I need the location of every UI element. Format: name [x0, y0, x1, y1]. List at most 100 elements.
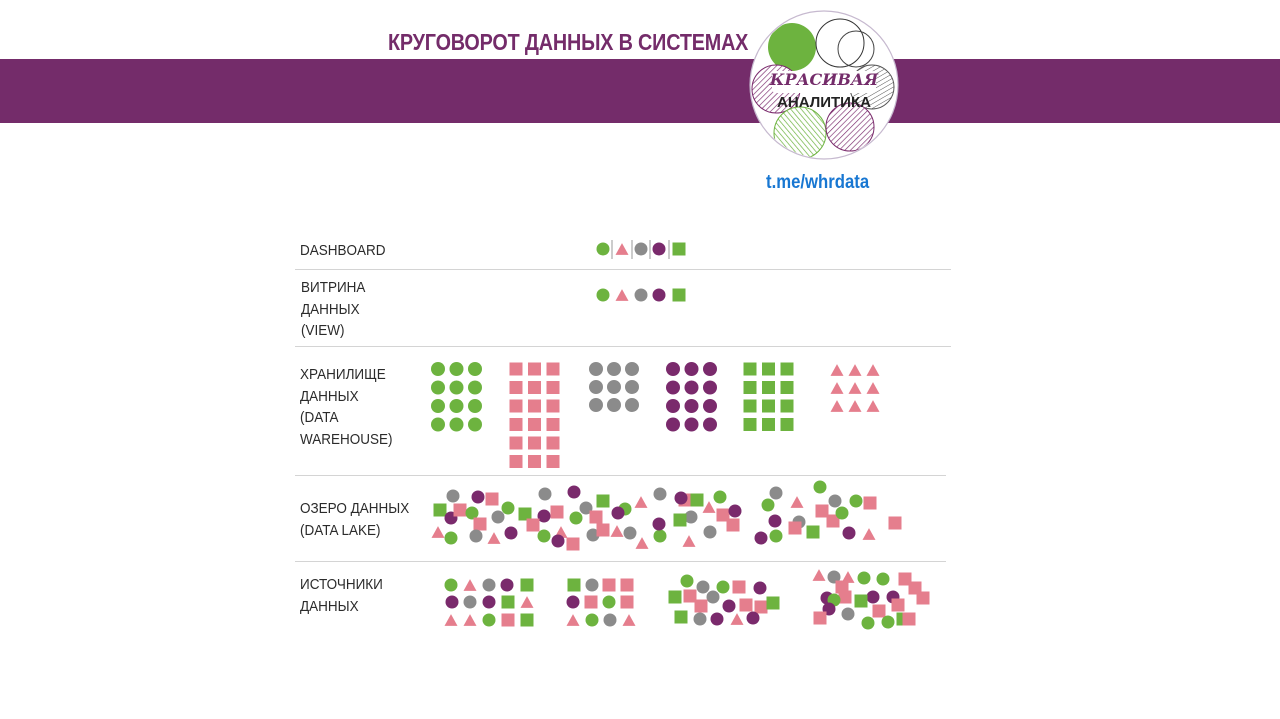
pink-triangle-mark: [866, 382, 880, 394]
purple-circle-mark: [611, 506, 625, 520]
pink-square-mark: [683, 589, 697, 603]
pink-square-mark: [566, 537, 580, 551]
pink-square-mark: [602, 578, 616, 592]
purple-circle-mark: [567, 485, 581, 499]
pink-square-mark: [546, 418, 560, 431]
green-circle-mark: [449, 417, 464, 432]
pink-square-mark: [754, 600, 768, 614]
green-circle-mark: [585, 613, 599, 627]
telegram-link[interactable]: t.me/whrdata: [766, 172, 870, 193]
gray-circle-mark: [579, 501, 593, 515]
pink-triangle-mark: [866, 364, 880, 376]
pink-square-mark: [589, 510, 603, 524]
green-circle-mark: [449, 380, 464, 395]
green-circle-mark: [482, 613, 496, 627]
purple-circle-mark: [551, 534, 565, 548]
pink-square-mark: [509, 381, 523, 394]
green-square-mark: [806, 525, 820, 539]
gray-circle-mark: [634, 288, 648, 302]
pink-square-mark: [528, 418, 541, 431]
row-divider: [295, 346, 951, 347]
green-square-mark: [567, 578, 581, 592]
pink-square-mark: [788, 521, 802, 535]
pink-triangle-mark: [615, 289, 629, 301]
logo-line2: АНАЛИТИКА: [777, 94, 871, 111]
purple-circle-mark: [652, 242, 666, 256]
purple-circle-mark: [722, 599, 736, 613]
green-circle-mark: [857, 571, 871, 585]
pink-square-mark: [838, 590, 852, 604]
page-title: КРУГОВОРОТ ДАННЫХ В СИСТЕМАХ: [388, 29, 749, 55]
pink-square-mark: [509, 455, 523, 468]
pink-triangle-mark: [622, 614, 636, 626]
green-circle-mark: [596, 242, 610, 256]
pink-triangle-mark: [635, 537, 649, 549]
purple-circle-mark: [684, 362, 699, 376]
purple-circle-mark: [652, 517, 666, 531]
pink-square-mark: [726, 518, 740, 532]
pink-square-mark: [509, 362, 523, 376]
gray-circle-mark: [491, 510, 505, 524]
pink-square-mark: [620, 595, 634, 609]
green-circle-mark: [449, 362, 464, 376]
gray-circle-mark: [653, 487, 667, 501]
green-circle-mark: [501, 501, 515, 515]
purple-circle-mark: [666, 417, 680, 432]
pink-square-mark: [509, 399, 523, 413]
green-square-mark: [762, 362, 775, 376]
green-circle-mark: [465, 506, 479, 520]
gray-circle-mark: [696, 580, 710, 594]
pink-square-mark: [528, 399, 541, 413]
pink-square-mark: [826, 514, 840, 528]
pink-square-mark: [546, 455, 560, 468]
gray-circle-mark: [446, 489, 460, 503]
green-square-mark: [762, 399, 775, 413]
pink-square-mark: [509, 436, 523, 450]
green-square-mark: [743, 362, 757, 376]
pink-square-mark: [732, 580, 746, 594]
green-square-mark: [690, 493, 704, 507]
pink-square-mark: [916, 591, 930, 605]
pink-square-mark: [546, 362, 560, 376]
gray-circle-mark: [634, 242, 648, 256]
row-divider: [295, 561, 946, 562]
green-square-mark: [762, 418, 775, 431]
green-circle-mark: [431, 380, 445, 395]
green-circle-mark: [444, 578, 458, 592]
green-square-mark: [596, 494, 610, 508]
purple-circle-mark: [684, 380, 699, 395]
green-circle-mark: [468, 380, 482, 395]
gray-circle-mark: [625, 380, 639, 394]
gray-circle-mark: [684, 510, 698, 524]
logo-line1: КРАСИВАЯ: [769, 70, 879, 89]
gray-circle-mark: [607, 398, 621, 412]
row-label-warehouse: ХРАНИЛИЩЕ ДАННЫХ (DATA WAREHOUSE): [300, 366, 393, 448]
green-circle-mark: [813, 480, 827, 494]
purple-circle-mark: [703, 417, 717, 432]
pink-square-mark: [815, 504, 829, 518]
pink-square-mark: [473, 517, 487, 531]
green-circle-mark: [596, 288, 610, 302]
gray-circle-mark: [463, 595, 477, 609]
green-circle-mark: [468, 417, 482, 432]
green-square-mark: [780, 418, 794, 431]
green-square-mark: [668, 590, 682, 604]
pink-square-mark: [898, 572, 912, 586]
green-circle-mark: [444, 531, 458, 545]
green-square-mark: [762, 381, 775, 394]
pink-triangle-mark: [841, 571, 855, 583]
green-square-mark: [520, 578, 534, 592]
pink-triangle-mark: [634, 496, 648, 508]
purple-circle-mark: [703, 362, 717, 376]
green-circle-mark: [653, 529, 667, 543]
pink-square-mark: [501, 613, 515, 627]
green-square-mark: [501, 595, 515, 609]
pink-triangle-mark: [444, 614, 458, 626]
pink-triangle-mark: [615, 243, 629, 255]
pink-square-mark: [835, 580, 849, 594]
pink-triangle-mark: [866, 400, 880, 412]
pink-square-mark: [528, 455, 541, 468]
pink-square-mark: [526, 518, 540, 532]
pink-triangle-mark: [730, 613, 744, 625]
